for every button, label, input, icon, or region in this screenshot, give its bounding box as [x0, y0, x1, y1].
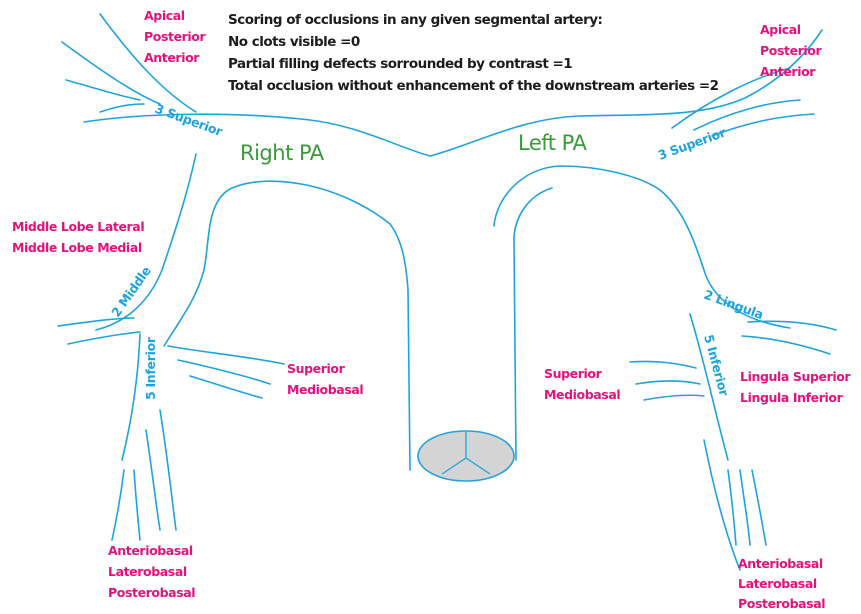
right-lower-outer-edge	[122, 334, 140, 460]
right-lower-mid-branch-3	[190, 376, 262, 398]
left-lower-inner-edge	[704, 440, 740, 570]
right-lower-mid-branch-2	[178, 360, 270, 384]
segment-labels-left-upper: Apical Posterior Anterior	[760, 22, 822, 79]
segment-label: Posterobasal	[108, 585, 195, 600]
left-lingula-branch-label: 2 Lingula	[702, 287, 765, 322]
segment-labels-right-lower-base: Anteriobasal Laterobasal Posterobasal	[108, 543, 195, 600]
segment-label: Anterior	[760, 64, 816, 79]
segment-labels-left-lower-base: Anteriobasal Laterobasal Posterobasal	[738, 556, 825, 611]
left-superior-branch-label: 3 Superior	[656, 124, 729, 163]
segment-label: Middle Lobe Lateral	[12, 219, 144, 234]
right-pa-label: Right PA	[240, 141, 325, 165]
segment-label: Lingula Superior	[740, 369, 851, 384]
segment-labels-right-middle: Middle Lobe Lateral Middle Lobe Medial	[12, 219, 144, 255]
segment-label: Posterobasal	[738, 596, 825, 611]
segment-labels-right-upper: Apical Posterior Anterior	[144, 8, 206, 65]
segment-label: Posterior	[760, 43, 822, 58]
segment-label: Mediobasal	[544, 387, 620, 402]
left-upper-branch-2	[694, 100, 800, 130]
right-upper-branch-3	[66, 80, 140, 100]
segment-label: Mediobasal	[287, 382, 363, 397]
segment-label: Laterobasal	[108, 564, 187, 579]
right-inferior-branch-label: 5 Inferior	[143, 336, 158, 400]
legend-row: Partial filling defects sorrounded by co…	[228, 56, 572, 72]
right-basal-branch-4	[160, 410, 176, 530]
left-lower-mid-branch-2	[636, 381, 700, 384]
left-basal-branch-1	[728, 470, 736, 545]
left-lower-mid-branch-3	[644, 395, 704, 400]
segment-label: Anteriobasal	[738, 556, 823, 571]
right-basal-branch-1	[112, 470, 124, 540]
segment-labels-right-lower-mid: Superior Mediobasal	[287, 361, 363, 397]
legend-row: No clots visible =0	[228, 34, 360, 50]
scoring-legend: Scoring of occlusions in any given segme…	[228, 12, 719, 94]
right-middle-branch-a	[58, 318, 134, 326]
segment-label: Anterior	[144, 50, 200, 65]
segment-label: Lingula Inferior	[740, 390, 844, 405]
trunk-inner-edge	[514, 188, 552, 460]
segment-label: Superior	[544, 366, 603, 381]
right-upper-branch-4	[100, 104, 144, 112]
left-lingula-branch-2	[742, 336, 830, 354]
segment-label: Middle Lobe Medial	[12, 240, 142, 255]
right-middle-branch-label: 2 Middle	[108, 264, 154, 320]
left-pa-label: Left PA	[518, 131, 588, 155]
legend-title: Scoring of occlusions in any given segme…	[228, 12, 602, 28]
segment-labels-left-lingula: Lingula Superior Lingula Inferior	[740, 369, 851, 405]
segment-label: Posterior	[144, 29, 206, 44]
right-middle-branch-b	[68, 332, 140, 344]
segment-label: Superior	[287, 361, 346, 376]
legend-row: Total occlusion without enhancement of t…	[228, 78, 719, 94]
right-basal-branch-3	[146, 430, 160, 530]
right-inner-loop	[164, 181, 410, 470]
segment-label: Apical	[760, 22, 801, 37]
right-basal-branch-2	[134, 470, 140, 540]
segment-label: Apical	[144, 8, 185, 23]
segment-label: Laterobasal	[738, 576, 817, 591]
left-basal-branch-3	[752, 470, 766, 545]
right-superior-branch-label: 3 Superior	[153, 101, 226, 140]
segment-label: Anteriobasal	[108, 543, 193, 558]
left-upper-branch-3	[712, 114, 814, 136]
segment-labels-left-lower-mid: Superior Mediobasal	[544, 366, 620, 402]
left-lingula-branch-1	[748, 321, 836, 330]
left-basal-branch-2	[740, 470, 750, 545]
left-lower-mid-branch-1	[630, 361, 696, 368]
left-inferior-branch-label: 5 Inferior	[701, 333, 732, 399]
